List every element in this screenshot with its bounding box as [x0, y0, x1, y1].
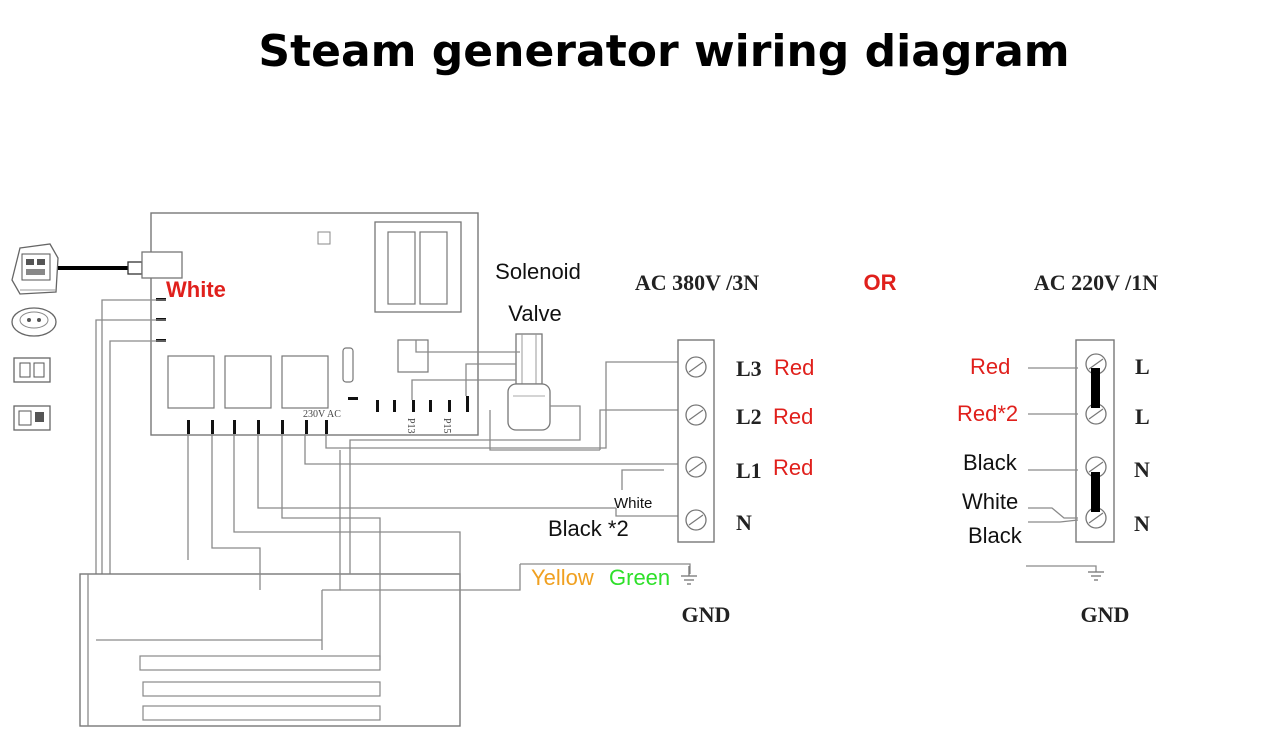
screw-terminal-icon — [685, 456, 707, 478]
right-terminal-n-1: N — [1134, 457, 1150, 482]
right-wire-red2-label: Red*2 — [957, 401, 1018, 426]
control-board: 230V AC P13 P15 — [141, 212, 479, 436]
right-wire-red-label: Red — [970, 354, 1010, 379]
left-terminal-n: N — [736, 510, 752, 535]
jumper-l — [1091, 368, 1100, 408]
left-wire-l3-color: Red — [774, 355, 814, 380]
screw-terminal-icon — [685, 356, 707, 378]
left-n-white-label: White — [614, 495, 652, 512]
left-wire-l2-color: Red — [773, 404, 813, 429]
switch-icon — [13, 357, 51, 383]
right-terminal-l-2: L — [1135, 404, 1150, 429]
round-display-icon — [11, 307, 57, 337]
board-label-p15: P15 — [441, 418, 452, 434]
left-wire-l1-color: Red — [773, 455, 813, 480]
jumper-n — [1091, 472, 1100, 512]
right-terminal-n-2: N — [1134, 511, 1150, 536]
ground-symbol-icon — [1088, 571, 1104, 581]
right-gnd-label: GND — [1081, 602, 1130, 627]
white-wire-label: White — [166, 277, 226, 302]
solenoid-valve — [507, 333, 551, 431]
power-switch-icon — [13, 405, 51, 431]
or-label: OR — [864, 270, 897, 295]
wires — [79, 299, 691, 727]
ground-green-label: Green — [609, 565, 670, 590]
left-n-black-label: Black *2 — [548, 516, 629, 541]
screw-terminal-icon — [1085, 507, 1107, 529]
page-title: Steam generator wiring diagram — [258, 26, 1069, 77]
board-label-ac: 230V AC — [303, 409, 341, 420]
right-wire-black2-label: Black — [968, 523, 1023, 548]
right-wire-black-label: Black — [963, 450, 1018, 475]
left-block-heading: AC 380V /3N — [635, 270, 759, 295]
left-gnd-label: GND — [682, 602, 731, 627]
screw-terminal-icon — [685, 509, 707, 531]
ground-yellow-label: Yellow — [531, 565, 594, 590]
left-terminal-l3: L3 — [736, 356, 762, 381]
ground-symbol-icon — [681, 566, 697, 585]
solenoid-label-line2: Valve — [508, 301, 561, 326]
screw-terminal-icon — [685, 404, 707, 426]
right-terminal-block — [1075, 339, 1115, 543]
board-label-p13: P13 — [405, 418, 416, 434]
right-wire-white-label: White — [962, 489, 1018, 514]
left-terminal-l2: L2 — [736, 404, 762, 429]
left-terminal-block — [677, 339, 715, 543]
right-terminal-l-1: L — [1135, 354, 1150, 379]
control-panel-icon — [11, 243, 59, 295]
right-block-heading: AC 220V /1N — [1034, 270, 1158, 295]
solenoid-label-line1: Solenoid — [495, 259, 581, 284]
left-terminal-l1: L1 — [736, 458, 762, 483]
